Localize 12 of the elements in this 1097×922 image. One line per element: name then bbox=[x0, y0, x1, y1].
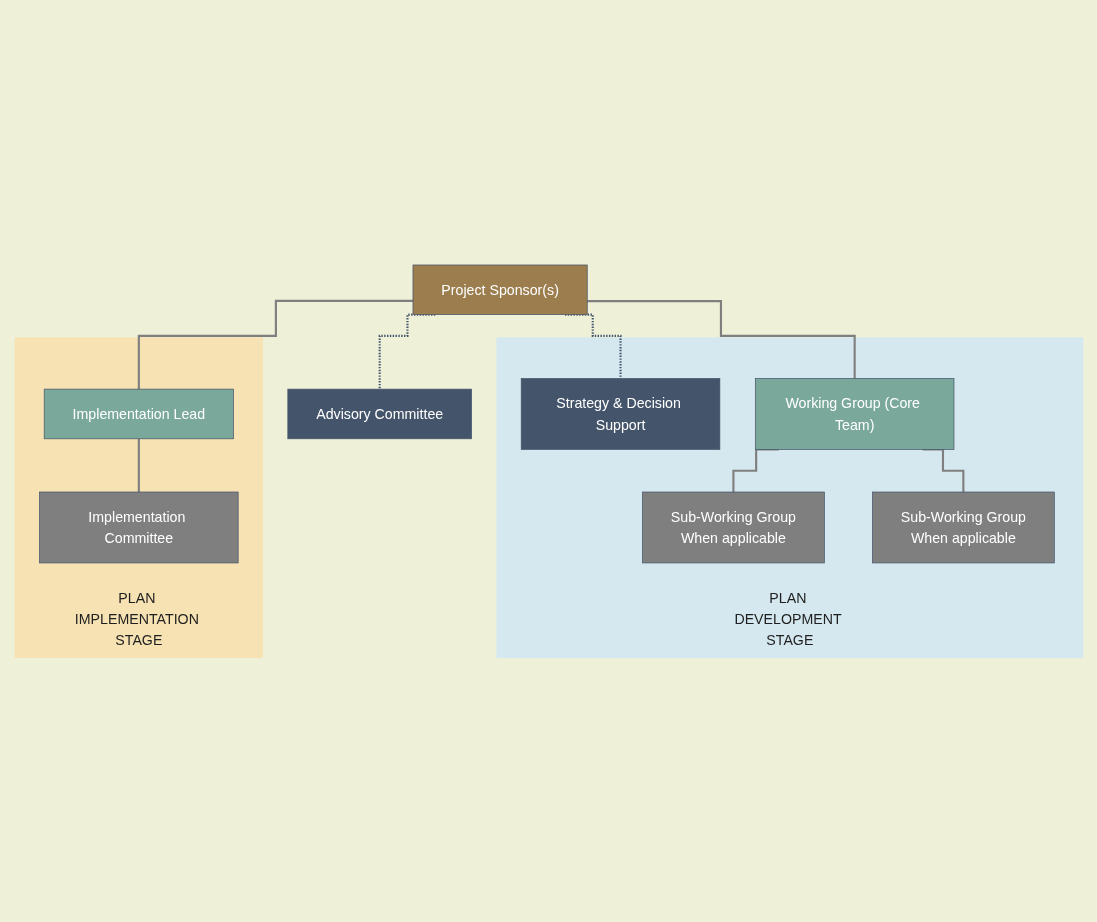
connector bbox=[922, 447, 964, 493]
node-box: Project Sponsor(s) bbox=[412, 264, 588, 315]
node-box: Strategy & Decision Support bbox=[520, 377, 720, 450]
connector bbox=[137, 437, 140, 493]
node-box: Advisory Committee bbox=[286, 388, 472, 439]
node-box: Working Group (Core Team) bbox=[754, 377, 954, 450]
node-box: Sub-Working Group When applicable bbox=[871, 491, 1055, 563]
connector bbox=[137, 299, 413, 390]
node-box: Sub-Working Group When applicable bbox=[641, 491, 825, 563]
node-box: Implementation Committee bbox=[38, 491, 238, 563]
node-box: Implementation Lead bbox=[43, 388, 234, 439]
connector bbox=[731, 447, 779, 493]
